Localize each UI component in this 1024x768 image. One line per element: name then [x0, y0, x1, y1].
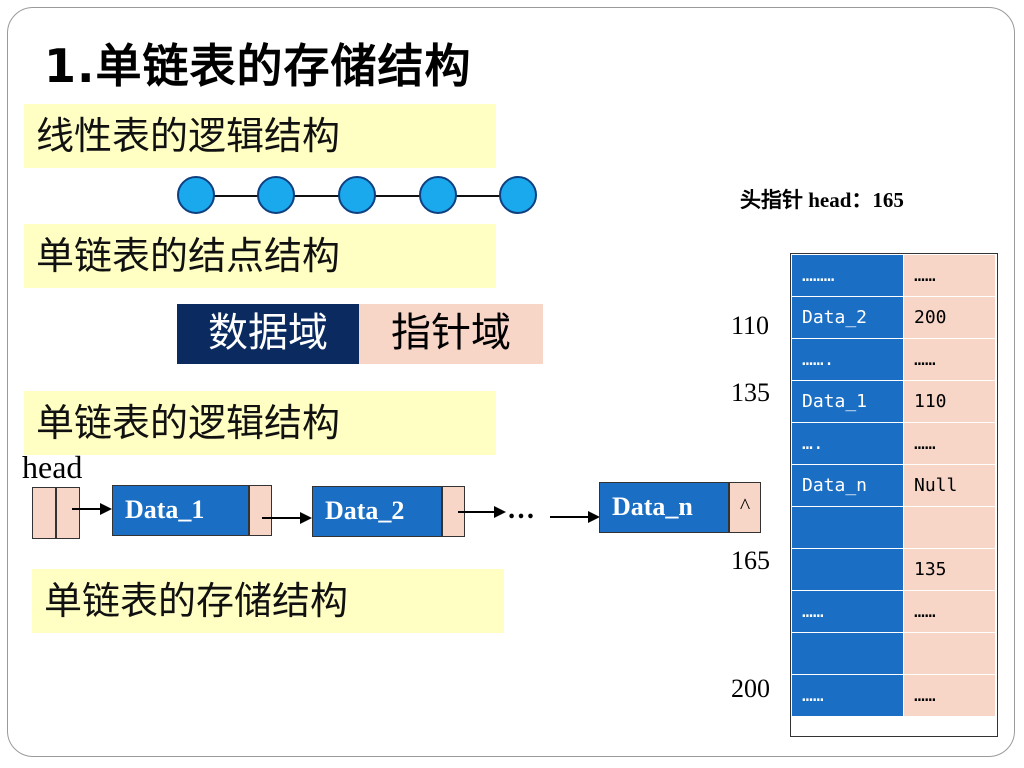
memory-data-cell: ……. [791, 338, 904, 381]
label-node-structure: 单链表的结点结构 [24, 224, 496, 288]
memory-data-cell [791, 548, 904, 591]
memory-next-cell: 110 [903, 380, 996, 423]
memory-next-cell: 135 [903, 548, 996, 591]
address-label: 110 [731, 311, 770, 340]
memory-row [791, 506, 996, 549]
memory-data-cell: Data_n [791, 464, 904, 507]
slide-title: 1.单链表的存储结构 [44, 39, 472, 93]
arrowhead-icon [300, 512, 312, 524]
arrow-node1-to-node2 [262, 517, 302, 519]
data-field: 数据域 [177, 304, 359, 364]
memory-next-cell: …… [903, 254, 996, 297]
element-circle-3 [338, 176, 376, 214]
label-linear-logical: 线性表的逻辑结构 [24, 104, 496, 168]
arrowhead-icon [494, 506, 506, 518]
arrow-ellipsis-to-node-n [550, 516, 590, 518]
pointer-field: 指针域 [359, 304, 543, 364]
memory-row: …………… [791, 254, 996, 297]
node-n-data: Data_n [599, 482, 729, 533]
head-label: head [22, 449, 83, 485]
arrowhead-icon [588, 511, 600, 523]
element-circle-5 [499, 176, 537, 214]
memory-data-cell: …. [791, 422, 904, 465]
element-circle-4 [419, 176, 457, 214]
memory-next-cell: …… [903, 338, 996, 381]
head-box-left [32, 487, 56, 539]
memory-next-cell: …… [903, 590, 996, 633]
memory-next-cell: 200 [903, 296, 996, 339]
chain-ellipsis: … [507, 494, 535, 525]
memory-next-cell: Null [903, 464, 996, 507]
memory-data-cell: ……… [791, 254, 904, 297]
address-label: 165 [731, 546, 770, 575]
memory-next-cell [903, 506, 996, 549]
memory-row: …….…… [791, 338, 996, 381]
memory-data-cell [791, 632, 904, 675]
node-2-data: Data_2 [312, 486, 442, 537]
address-label: 200 [731, 674, 770, 703]
node-1-pointer [249, 485, 272, 536]
memory-next-cell: …… [903, 674, 996, 717]
memory-data-cell [791, 506, 904, 549]
memory-data-cell: …… [791, 674, 904, 717]
element-circle-2 [257, 176, 295, 214]
memory-next-cell: …… [903, 422, 996, 465]
label-list-logical: 单链表的逻辑结构 [24, 391, 496, 455]
node-n-null-pointer: ^ [729, 482, 761, 533]
head-box-right [56, 487, 80, 539]
memory-row: ………… [791, 590, 996, 633]
memory-row: ….…… [791, 422, 996, 465]
memory-row [791, 632, 996, 675]
memory-row: 135 [791, 548, 996, 591]
arrow-node2-to-ellipsis [458, 511, 496, 513]
node-1-data: Data_1 [112, 485, 249, 536]
arrow-head-to-node1 [72, 508, 102, 510]
memory-row: ………… [791, 674, 996, 717]
memory-next-cell [903, 632, 996, 675]
memory-data-cell: Data_1 [791, 380, 904, 423]
arrowhead-icon [100, 503, 112, 515]
label-list-storage: 单链表的存储结构 [32, 569, 504, 633]
address-label: 135 [731, 378, 770, 407]
head-pointer-caption: 头指针 head：165 [740, 188, 904, 212]
element-circle-1 [177, 176, 215, 214]
memory-data-cell: …… [791, 590, 904, 633]
memory-data-cell: Data_2 [791, 296, 904, 339]
